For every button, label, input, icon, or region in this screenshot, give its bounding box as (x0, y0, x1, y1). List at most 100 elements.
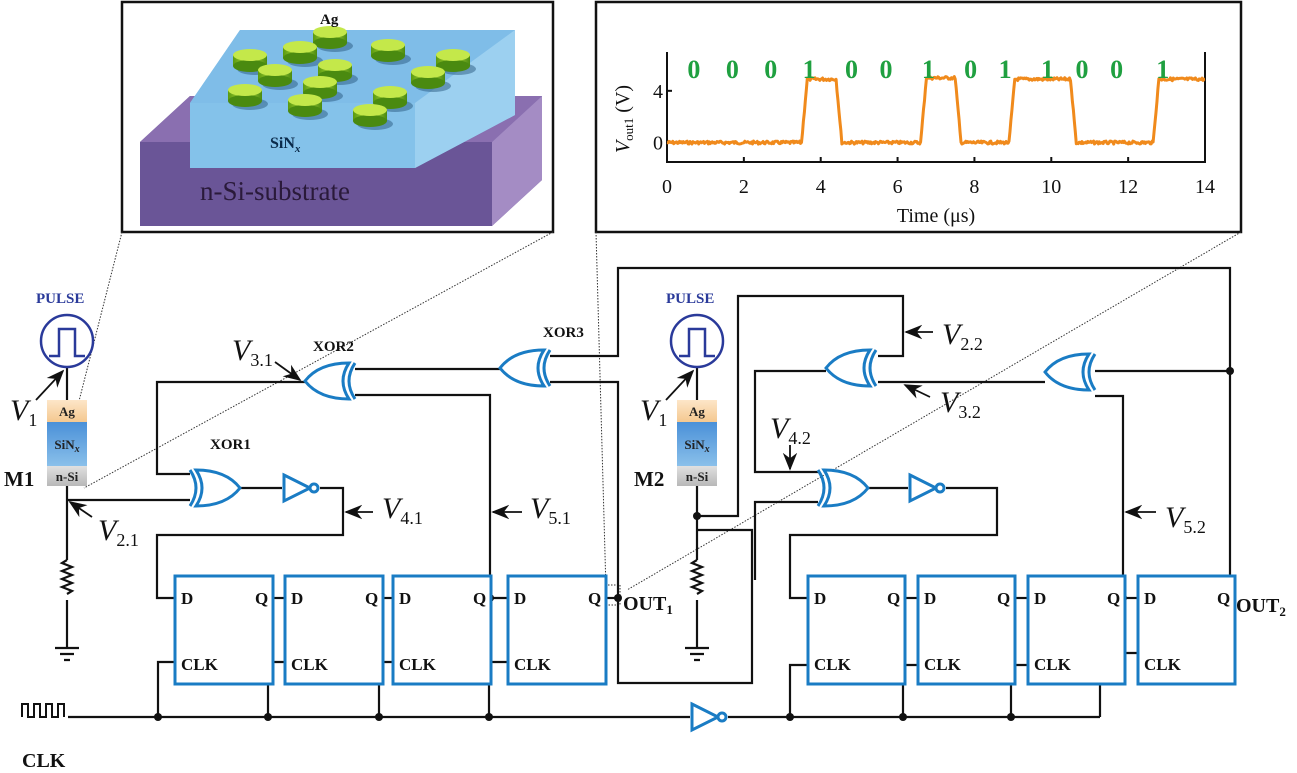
chart-axes (666, 52, 1206, 163)
x-tick-label: 4 (816, 176, 826, 198)
bit-label: 1 (1156, 55, 1169, 84)
svg-text:V2.1: V2.1 (98, 514, 139, 550)
clk-label: CLK (22, 750, 66, 772)
ff-pin-d: D (814, 589, 826, 608)
d-flip-flop: D Q CLK (391, 574, 493, 686)
y-axis-label: Vout1 (V) (612, 85, 636, 153)
svg-text:V1: V1 (10, 394, 37, 430)
v2-1-label: V2.1 (68, 500, 139, 550)
memristor-m1: Ag SiNx n-Si M1 (4, 400, 87, 491)
svg-text:V4.1: V4.1 (382, 492, 423, 528)
x-tick-label: 12 (1118, 176, 1138, 198)
ff-pin-clk: CLK (814, 655, 852, 674)
v5-2-label: V5.2 (1124, 501, 1206, 537)
x-tick-label: 14 (1195, 176, 1215, 198)
v5-1-label: V5.1 (491, 492, 571, 528)
ag-electrode-disk (258, 64, 298, 90)
ff-pin-q: Q (255, 589, 268, 608)
ff-pin-q: Q (997, 589, 1010, 608)
x-tick-label: 10 (1041, 176, 1061, 198)
ff-pin-d: D (1034, 589, 1046, 608)
d-flip-flop: D Q CLK (806, 574, 907, 686)
xor2-label: XOR2 (313, 339, 354, 355)
pulse-source-icon (39, 313, 95, 369)
ff-pin-d: D (924, 589, 936, 608)
ag-electrode-disk (436, 49, 476, 75)
bit-label: 0 (880, 55, 893, 84)
ag-electrode-disk (353, 104, 393, 130)
bit-label: 0 (845, 55, 858, 84)
bit-label: 1 (1041, 55, 1054, 84)
ff-pin-q: Q (473, 589, 486, 608)
ag-electrode-disk (288, 94, 328, 120)
d-flip-flop: D Q CLK (916, 574, 1017, 686)
svg-text:n-Si: n-Si (56, 469, 79, 484)
clock-source-icon (21, 703, 65, 718)
v3-2-label: V3.2 (903, 384, 981, 422)
bit-label: 0 (1110, 55, 1123, 84)
m2-label: M2 (634, 467, 664, 491)
x-axis-label: Time (μs) (897, 205, 975, 227)
ff-pin-d: D (514, 589, 526, 608)
d-flip-flop: D Q CLK (506, 574, 608, 686)
xor1-gate (188, 468, 242, 508)
svg-text:Ag: Ag (689, 404, 705, 419)
resistor-m2 (689, 559, 705, 595)
svg-text:V2.2: V2.2 (942, 318, 983, 354)
inverter-1 (282, 472, 320, 504)
pulse-label-m1: PULSE (36, 291, 84, 307)
x-tick-label: 2 (739, 176, 749, 198)
svg-text:SiNx: SiNx (684, 437, 709, 455)
bit-label: 1 (803, 55, 816, 84)
ag-electrode-disk (283, 41, 323, 67)
pulse-source-m1: PULSE (36, 291, 95, 369)
ff-pin-clk: CLK (181, 655, 219, 674)
y-tick-label: 4 (653, 81, 663, 103)
ag-electrode-disk (371, 39, 411, 65)
m1-label: M1 (4, 467, 34, 491)
switching-layer-label: SiNx (270, 135, 301, 155)
ag-electrode-disk (313, 26, 353, 52)
x-tick-label: 0 (662, 176, 672, 198)
v1-label-m1: V1 (10, 369, 65, 430)
bit-label: 1 (922, 55, 935, 84)
xor-gate-m2-feedback (816, 468, 870, 508)
v3-1-label: V3.1 (232, 334, 302, 382)
svg-text:V3.2: V3.2 (940, 386, 981, 422)
xor-gate-m2-top (824, 348, 878, 388)
ground-icon-m2 (685, 646, 709, 662)
callout-line-left (77, 231, 123, 406)
ff-pin-d: D (181, 589, 193, 608)
svg-text:V5.2: V5.2 (1165, 501, 1206, 537)
ff-pin-clk: CLK (514, 655, 552, 674)
x-tick-label: 8 (969, 176, 979, 198)
ff-pin-q: Q (1107, 589, 1120, 608)
svg-text:V1: V1 (640, 394, 667, 430)
ff-pin-q: Q (887, 589, 900, 608)
pulse-source-icon (669, 313, 725, 369)
ag-electrode-disk (228, 84, 268, 110)
callout-line-mid (595, 231, 607, 591)
ff-pin-q: Q (588, 589, 601, 608)
ff-pin-d: D (399, 589, 411, 608)
ff-pin-clk: CLK (924, 655, 962, 674)
callout-line-right (626, 231, 1242, 591)
x-tick-label: 6 (893, 176, 903, 198)
callout-line-left2 (83, 231, 554, 489)
voltage-annotations: V1 V2.1 V3.1 V4.1 V5.1 V1 V2.2 V3.2 V4.2… (10, 318, 1206, 550)
bit-label: 0 (726, 55, 739, 84)
ff-pin-clk: CLK (399, 655, 437, 674)
bit-label: 0 (764, 55, 777, 84)
ground-icon-m1 (55, 646, 79, 662)
ag-label: Ag (320, 12, 339, 28)
waveform-inset-frame (594, 0, 1243, 234)
svg-text:V5.1: V5.1 (530, 492, 571, 528)
clock-inverter (690, 701, 728, 733)
v2-2-label: V2.2 (904, 318, 983, 354)
xor3-gate (498, 348, 552, 388)
series-line-vout1 (666, 75, 1206, 146)
logic-gates (188, 348, 1097, 733)
